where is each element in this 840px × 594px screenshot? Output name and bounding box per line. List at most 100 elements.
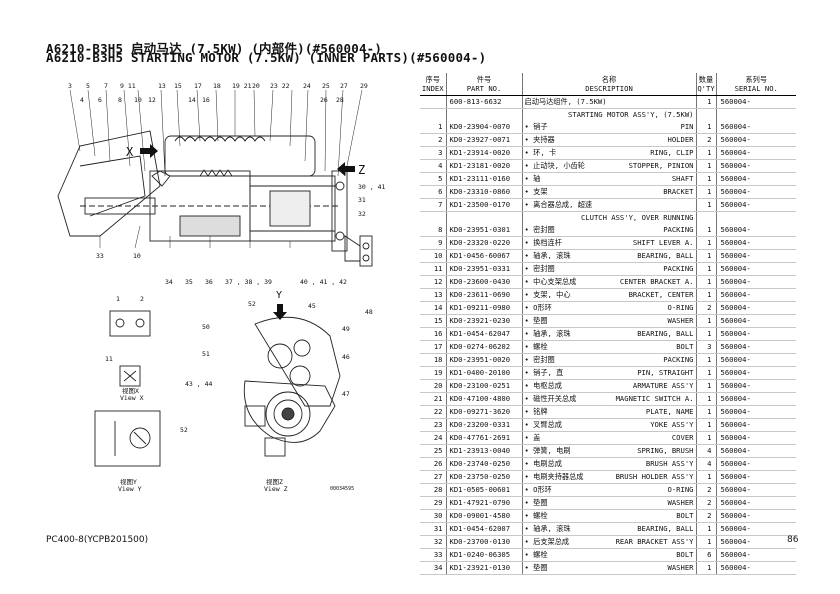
view-x-label-en: View X (120, 394, 144, 402)
cell-serial-number: 560004- (716, 340, 796, 354)
cell-quantity: 1 (696, 172, 717, 186)
description-chinese: • 电枢总成 (524, 381, 562, 390)
diagram-callout-15: 15 (174, 82, 182, 90)
description-chinese: • 夹持器 (524, 135, 555, 144)
cell-quantity: 1 (696, 431, 717, 445)
diagram-callout-36: 36 (205, 278, 213, 286)
cell-quantity: 1 (696, 392, 717, 406)
cell-serial-number: 560004- (716, 198, 796, 212)
cell-part-number: KD0-23927-0071 (446, 133, 523, 147)
cell-quantity: 1 (696, 522, 717, 536)
view-y-label-en: View Y (118, 485, 142, 493)
description-chinese: • 电刷总成 (524, 459, 562, 468)
description-chinese: • 轴承, 滚珠 (524, 524, 571, 533)
description-english: ARMATURE ASS'Y (632, 381, 694, 390)
cell-index: 9 (420, 236, 447, 250)
diagram-callout-40-41-42: 40 , 41 , 42 (300, 278, 347, 286)
diagram-callout-11b: 11 (105, 355, 113, 363)
table-row: CLUTCH ASS'Y, OVER RUNNING (420, 211, 796, 224)
description-english: BEARING, BALL (637, 524, 694, 533)
cell-index: 4 (420, 159, 447, 173)
description-chinese: • 电刷夹持器总成 (524, 472, 584, 481)
diagram-callout-17: 17 (194, 82, 202, 90)
cell-part-number: KD0-47100-4800 (446, 392, 523, 406)
cell-part-number (446, 211, 523, 224)
description-english: BOLT (676, 511, 694, 520)
cell-serial-number: 560004- (716, 548, 796, 562)
cell-part-number: KD0-23750-0250 (446, 470, 523, 484)
cell-quantity: 1 (696, 198, 717, 212)
cell-index: 22 (420, 405, 447, 419)
cell-index: 11 (420, 262, 447, 276)
description-chinese: • 轴承, 滚珠 (524, 251, 571, 260)
diagram-callout-13: 13 (158, 82, 166, 90)
cell-quantity: 1 (696, 314, 717, 328)
cell-part-number: KD0-23611-0690 (446, 288, 523, 302)
cell-serial-number: 560004- (716, 379, 796, 393)
table-row: STARTING MOTOR ASS'Y, (7.5KW) (420, 108, 796, 121)
cell-part-number: KD1-0400-20100 (446, 366, 523, 380)
cell-index: 34 (420, 561, 447, 575)
cell-index: 24 (420, 431, 447, 445)
description-english: BEARING, BALL (637, 251, 694, 260)
description-chinese: • O形环 (524, 485, 552, 494)
description-chinese: • 盖 (524, 433, 541, 442)
cell-part-number: KD1-47921-0790 (446, 496, 523, 510)
description-english: BRUSH ASS'Y (645, 459, 694, 468)
cell-part-number: KD1-0454-62007 (446, 522, 523, 536)
description-english: PIN (680, 122, 694, 131)
cell-index: 16 (420, 327, 447, 341)
cell-description: 启动马达组件, (7.5KW) (522, 95, 697, 109)
description-english: COVER (671, 433, 694, 442)
diagram-callout-7: 7 (104, 82, 108, 90)
cell-index: 13 (420, 288, 447, 302)
cell-index: 21 (420, 392, 447, 406)
cell-serial-number: 560004- (716, 185, 796, 199)
cell-index: 12 (420, 275, 447, 289)
cell-index: 10 (420, 249, 447, 263)
diagram-callout-14: 14 (188, 96, 196, 104)
cell-part-number: KD0-23310-0860 (446, 185, 523, 199)
diagram-view-x-letter: X (126, 145, 134, 159)
drawing-code: 00034595 (330, 486, 354, 492)
description-english: STARTING MOTOR ASS'Y, (7.5KW) (568, 110, 694, 119)
cell-serial-number: 560004- (716, 431, 796, 445)
description-chinese: • 后支架总成 (524, 537, 570, 546)
diagram-callout-4: 4 (80, 96, 84, 104)
description-english: PACKING (663, 355, 694, 364)
cell-part-number: KD1-0505-00601 (446, 483, 523, 497)
description-english: HOLDER (667, 135, 694, 144)
cell-serial-number: 560004- (716, 470, 796, 484)
diagram-callout-48: 48 (365, 308, 373, 316)
description-chinese: • 中心支架总成 (524, 277, 577, 286)
cell-part-number: KD0-23921-0230 (446, 314, 523, 328)
cell-quantity: 2 (696, 509, 717, 523)
cell-part-number: KD0-23951-0020 (446, 353, 523, 367)
view-y-label: 视图Y (120, 477, 137, 486)
cell-index: 20 (420, 379, 447, 393)
diagram-callout-10b: 10 (133, 252, 141, 260)
cell-part-number: KD0-23951-0301 (446, 224, 523, 237)
cell-index: 18 (420, 353, 447, 367)
cell-quantity: 1 (696, 275, 717, 289)
cell-serial-number: 560004- (716, 275, 796, 289)
cell-serial-number: 560004- (716, 236, 796, 250)
cell-serial-number: 560004- (716, 418, 796, 432)
diagram-callout-37-38-39: 37 , 38 , 39 (225, 278, 272, 286)
